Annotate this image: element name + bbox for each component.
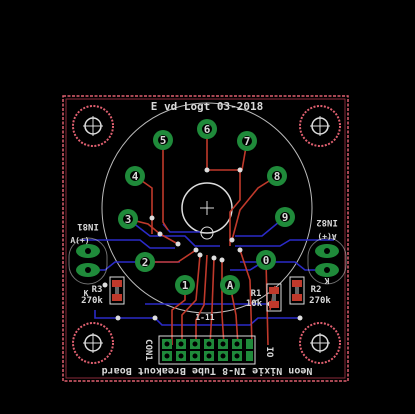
r1-name: R1 <box>251 289 262 299</box>
mounting-hole-bottom-right <box>299 322 341 364</box>
resistor-r1: R1 10k <box>246 283 282 312</box>
in82-cathode-label: K <box>324 276 329 285</box>
resistor-r3: R3 270k <box>81 276 125 306</box>
con1-label: CON1 <box>143 339 153 361</box>
tube-pin-2: 2 <box>135 252 155 272</box>
mounting-hole-top-right <box>299 105 341 147</box>
in81-anode-label: A(+) <box>70 236 89 245</box>
board-outline <box>62 95 349 382</box>
tube-outline <box>101 102 313 314</box>
mounting-hole-top-left <box>72 105 114 147</box>
tube-pin-6: 6 <box>197 119 217 139</box>
in82-indicator: IN82 A(+) K <box>307 217 347 285</box>
tube-pin-label: 4 <box>132 170 139 183</box>
tube-pin-5: 5 <box>153 130 173 150</box>
tube-pin-label: 9 <box>282 211 289 224</box>
tube-pin-a: A <box>220 275 240 295</box>
connector-con1: CON1 IO <box>143 335 274 365</box>
tube-pin-label: 5 <box>160 134 167 147</box>
tube-pin-label: 0 <box>263 254 270 267</box>
tube-pin-label: 3 <box>125 213 132 226</box>
tube-pin-0: 0 <box>256 250 276 270</box>
r2-value: 270k <box>309 296 331 306</box>
tube-pin-4: 4 <box>125 166 145 186</box>
tube-pin-label: 1 <box>182 279 189 292</box>
tube-pin-label: A <box>227 279 234 292</box>
in82-label: IN82 <box>316 217 338 227</box>
r3-value: 270k <box>81 296 103 306</box>
board-inner-frame <box>65 98 346 379</box>
io-label: IO <box>264 347 274 358</box>
pin-range-label: 1-11 <box>195 313 214 322</box>
mounting-hole-bottom-left <box>72 322 114 364</box>
tube-pin-1: 1 <box>175 275 195 295</box>
in81-indicator: IN81 A(+) K <box>68 221 108 298</box>
tube-pin-9: 9 <box>275 207 295 227</box>
tube-pin-8: 8 <box>267 166 287 186</box>
in81-label: IN81 <box>77 221 99 231</box>
board-title: E vd Logt 03-2018 <box>151 100 264 113</box>
in82-anode-label: A(+) <box>317 232 336 241</box>
tube-pin-label: 2 <box>142 256 149 269</box>
r3-name: R3 <box>92 285 103 295</box>
tube-pin-3: 3 <box>118 209 138 229</box>
tube-pin-7: 7 <box>237 131 257 151</box>
tube-pin-label: 8 <box>274 170 281 183</box>
tube-center-hole <box>181 182 233 234</box>
in81-cathode-label: K <box>84 289 89 298</box>
tube-pin-label: 6 <box>204 123 211 136</box>
tube-pin-label: 7 <box>244 135 251 148</box>
resistor-r2: R2 270k <box>289 276 331 306</box>
r1-value: 10k <box>246 299 263 309</box>
r2-name: R2 <box>311 285 322 295</box>
board-footer: Neon Nixie IN-8 Tube Breakout Board <box>102 365 313 377</box>
